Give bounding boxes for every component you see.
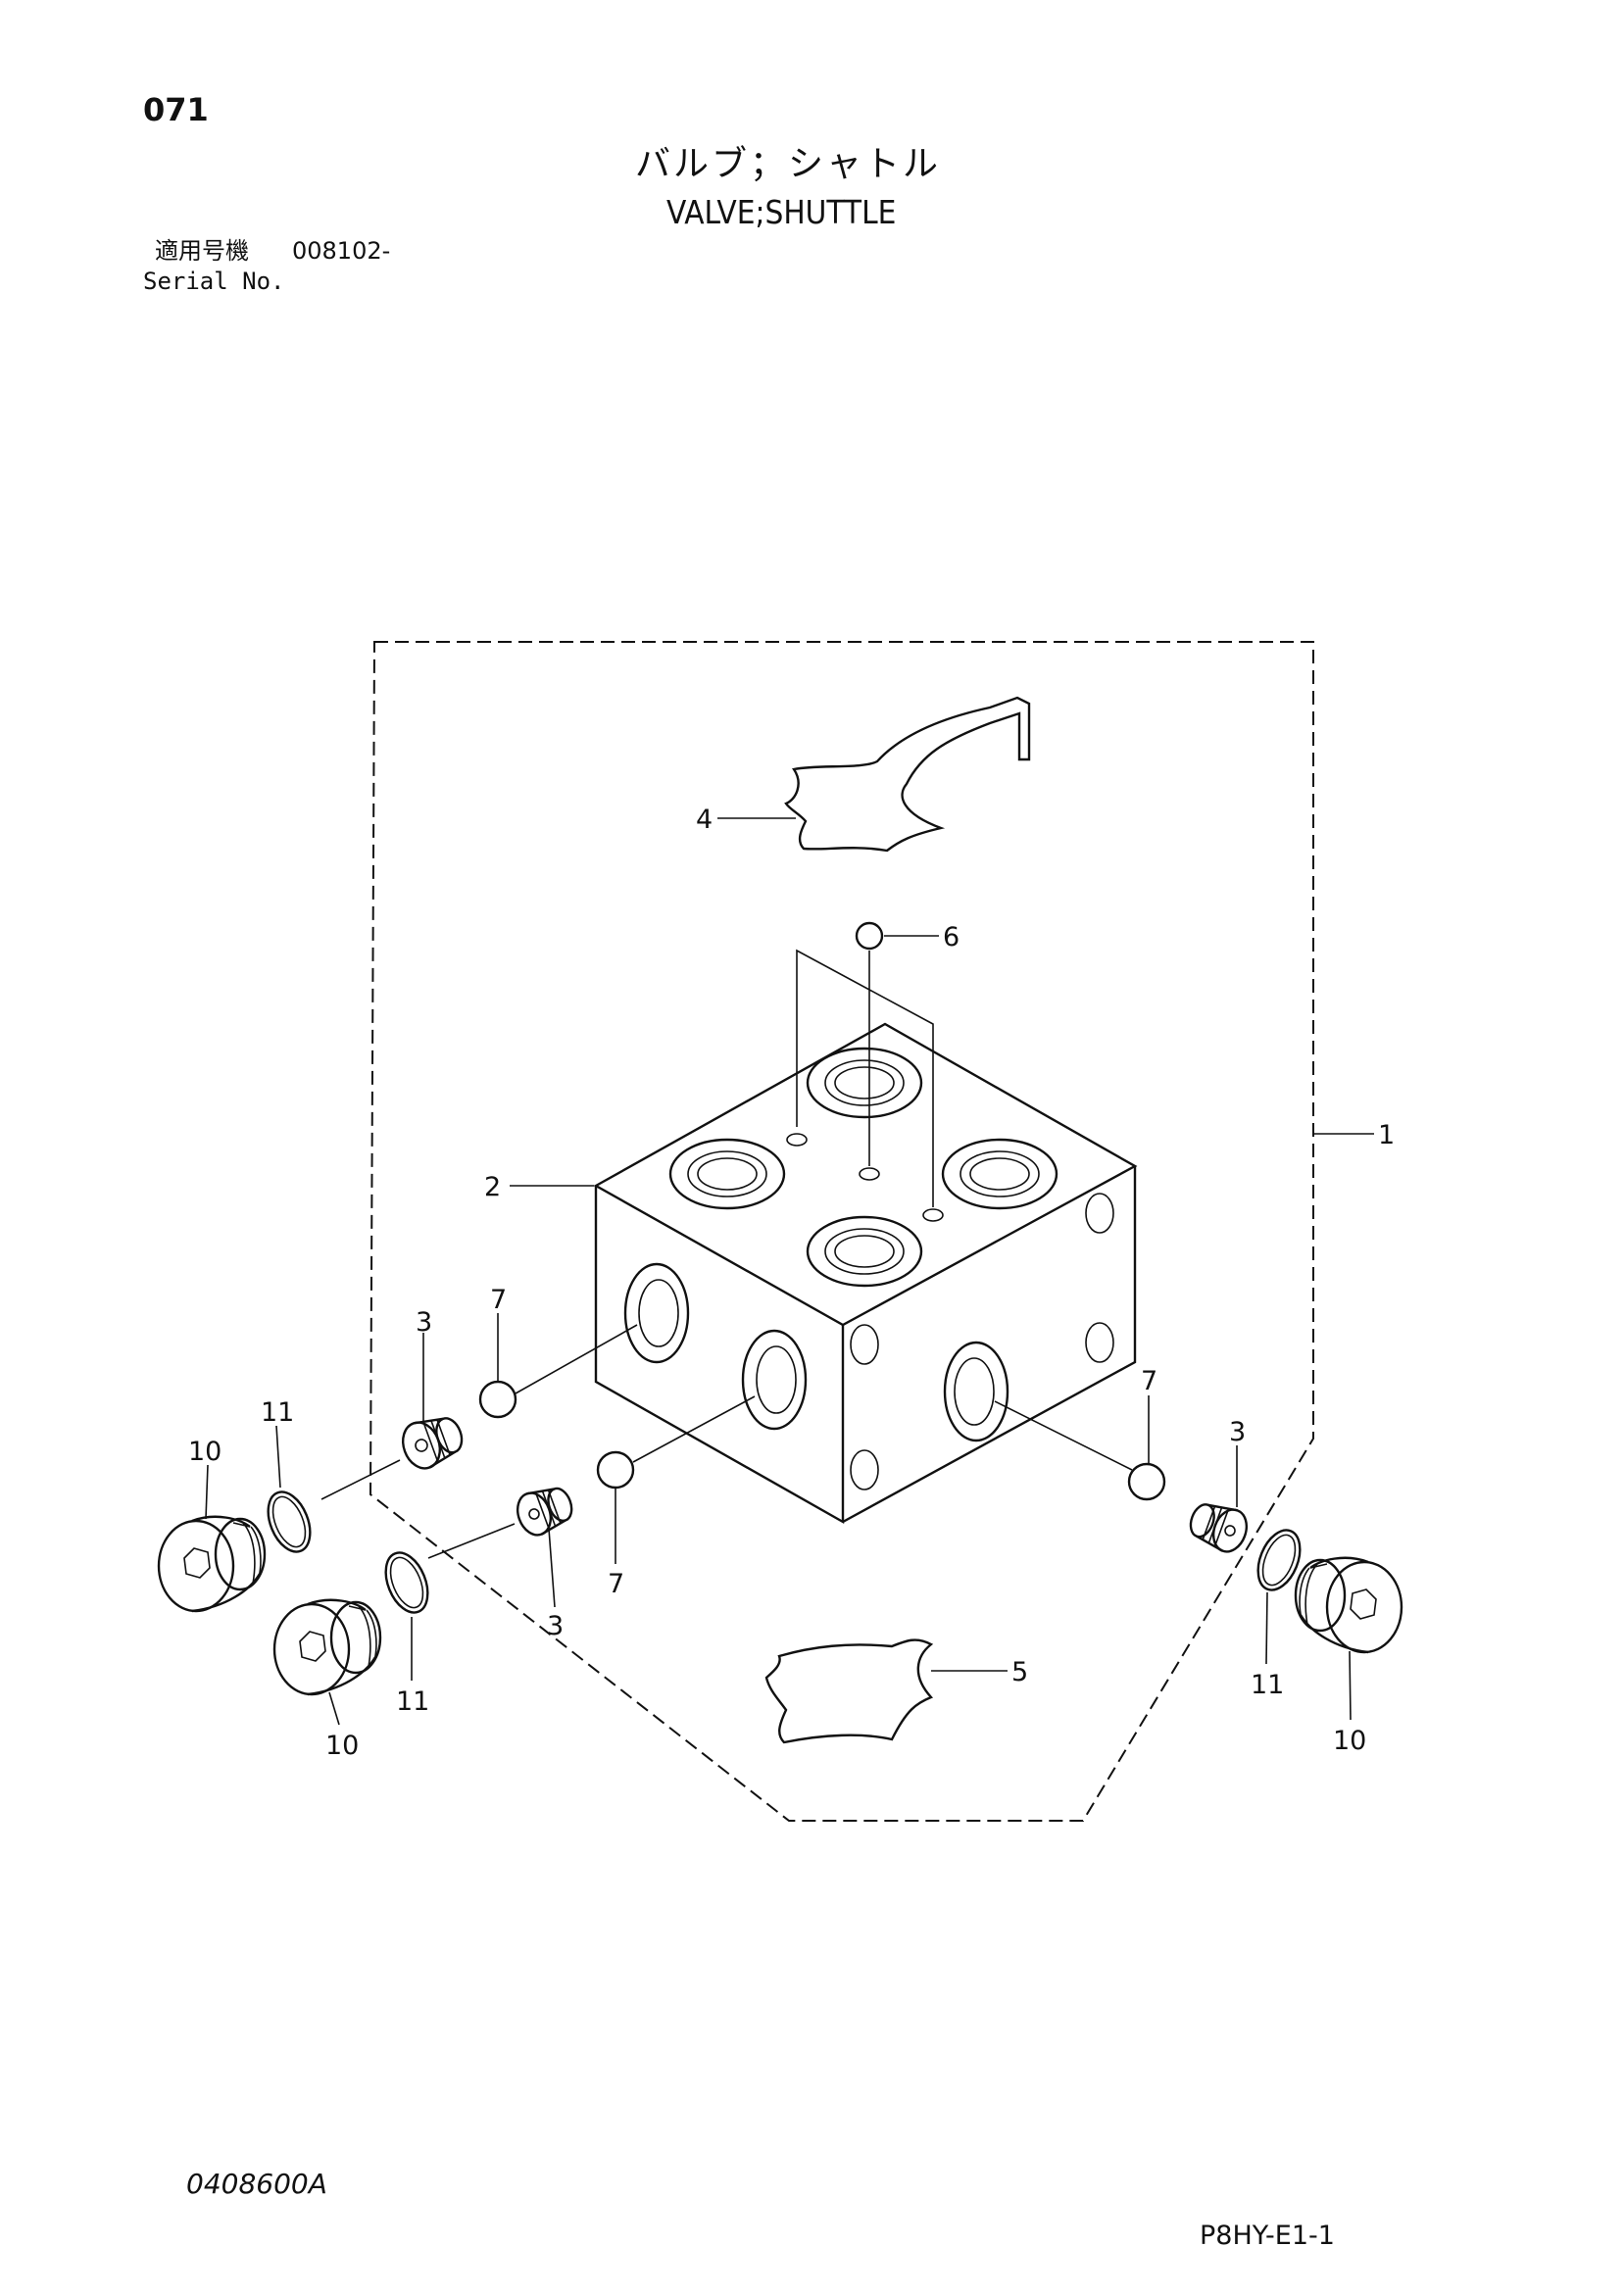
callout-7: 7 [608,1569,624,1599]
callout-4: 4 [696,805,713,835]
serial-label-japanese: 適用号機 [155,237,249,265]
part-4-seal-sheet [784,696,1031,853]
callout-1: 1 [1378,1120,1395,1150]
part-10-plugs [157,1464,1403,1726]
part-11-o-rings [267,1425,1302,1681]
callout-5: 5 [1011,1657,1028,1687]
callout-2: 2 [484,1172,501,1202]
callout-labels: 1 2 3 3 3 4 5 6 7 7 7 10 10 10 11 11 11 [188,805,1395,1761]
part-3-plugs [401,1333,1249,1608]
page-number: 071 [143,91,209,128]
callout-11: 11 [261,1397,294,1428]
document-code: 0408600A [186,2168,327,2200]
assembly-boundary [369,641,1314,1822]
part-7-balls [478,1313,1166,1564]
page-code: P8HY-E1-1 [1200,2221,1335,2251]
callout-10: 10 [1333,1726,1366,1756]
callout-7: 7 [1141,1366,1157,1396]
title-english: VALVE;SHUTTLE [666,193,897,231]
callout-10: 10 [325,1731,359,1761]
serial-number-value: 008102- [292,237,391,265]
callout-6: 6 [943,922,960,953]
serial-label-english: Serial No. [143,268,285,295]
callout-7: 7 [490,1285,507,1315]
callout-3: 3 [1229,1417,1246,1447]
part-2-valve-block [593,1022,1138,1525]
title-japanese: バルブ；シャトル [635,144,942,184]
callout-11: 11 [396,1686,429,1717]
part-5-seal-sheet [764,1638,934,1744]
callout-3: 3 [547,1611,564,1641]
callout-3: 3 [416,1307,432,1338]
callout-10: 10 [188,1437,221,1467]
part-6-ball [796,921,939,1207]
callout-11: 11 [1251,1670,1284,1700]
